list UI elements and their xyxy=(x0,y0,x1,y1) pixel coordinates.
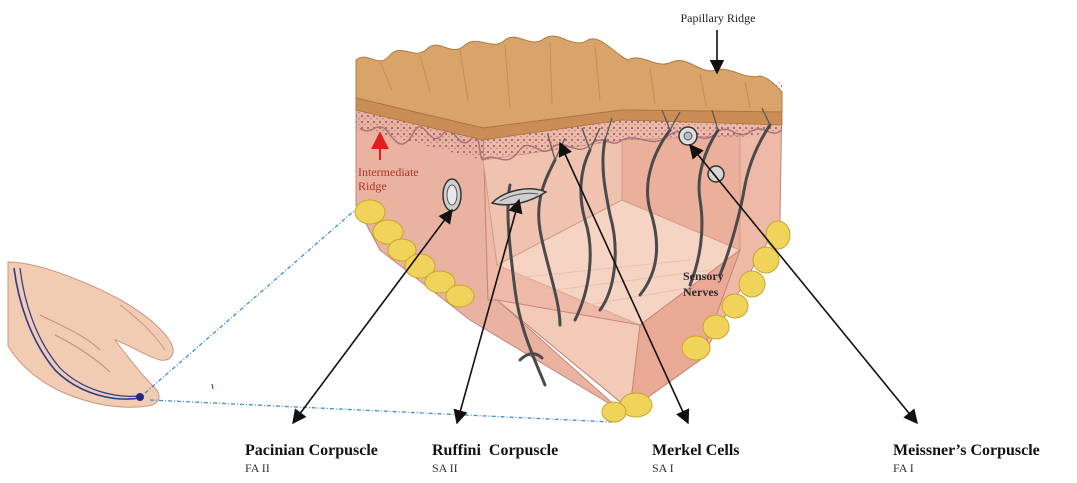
pacinian-corpuscle-organ xyxy=(443,179,461,211)
papillary-ridge-label: Papillary Ridge xyxy=(681,11,756,25)
meissner-name: Meissner’s Corpuscle xyxy=(893,442,1040,459)
ruffini-name: Ruffini Corpuscle xyxy=(432,442,558,459)
meissner-type: FA I xyxy=(893,461,914,475)
pacinian-name: Pacinian Corpuscle xyxy=(245,442,378,459)
sensory-nerves-label-line2: Nerves xyxy=(683,285,719,299)
ruffini-type: SA II xyxy=(432,461,458,475)
skin-cross-section xyxy=(355,36,790,422)
pacinian-arrow xyxy=(293,210,452,423)
sensory-nerves-label-line1: Sensory xyxy=(683,269,724,283)
intermediate-ridge-label-line1: Intermediate xyxy=(358,165,419,179)
merkel-name: Merkel Cells xyxy=(652,442,740,459)
merkel-type: SA I xyxy=(652,461,674,475)
intermediate-ridge-label-line2: Ridge xyxy=(358,179,387,193)
finger-illustration xyxy=(8,262,213,407)
fingertip-marker xyxy=(136,393,144,401)
pacinian-type: FA II xyxy=(245,461,270,475)
